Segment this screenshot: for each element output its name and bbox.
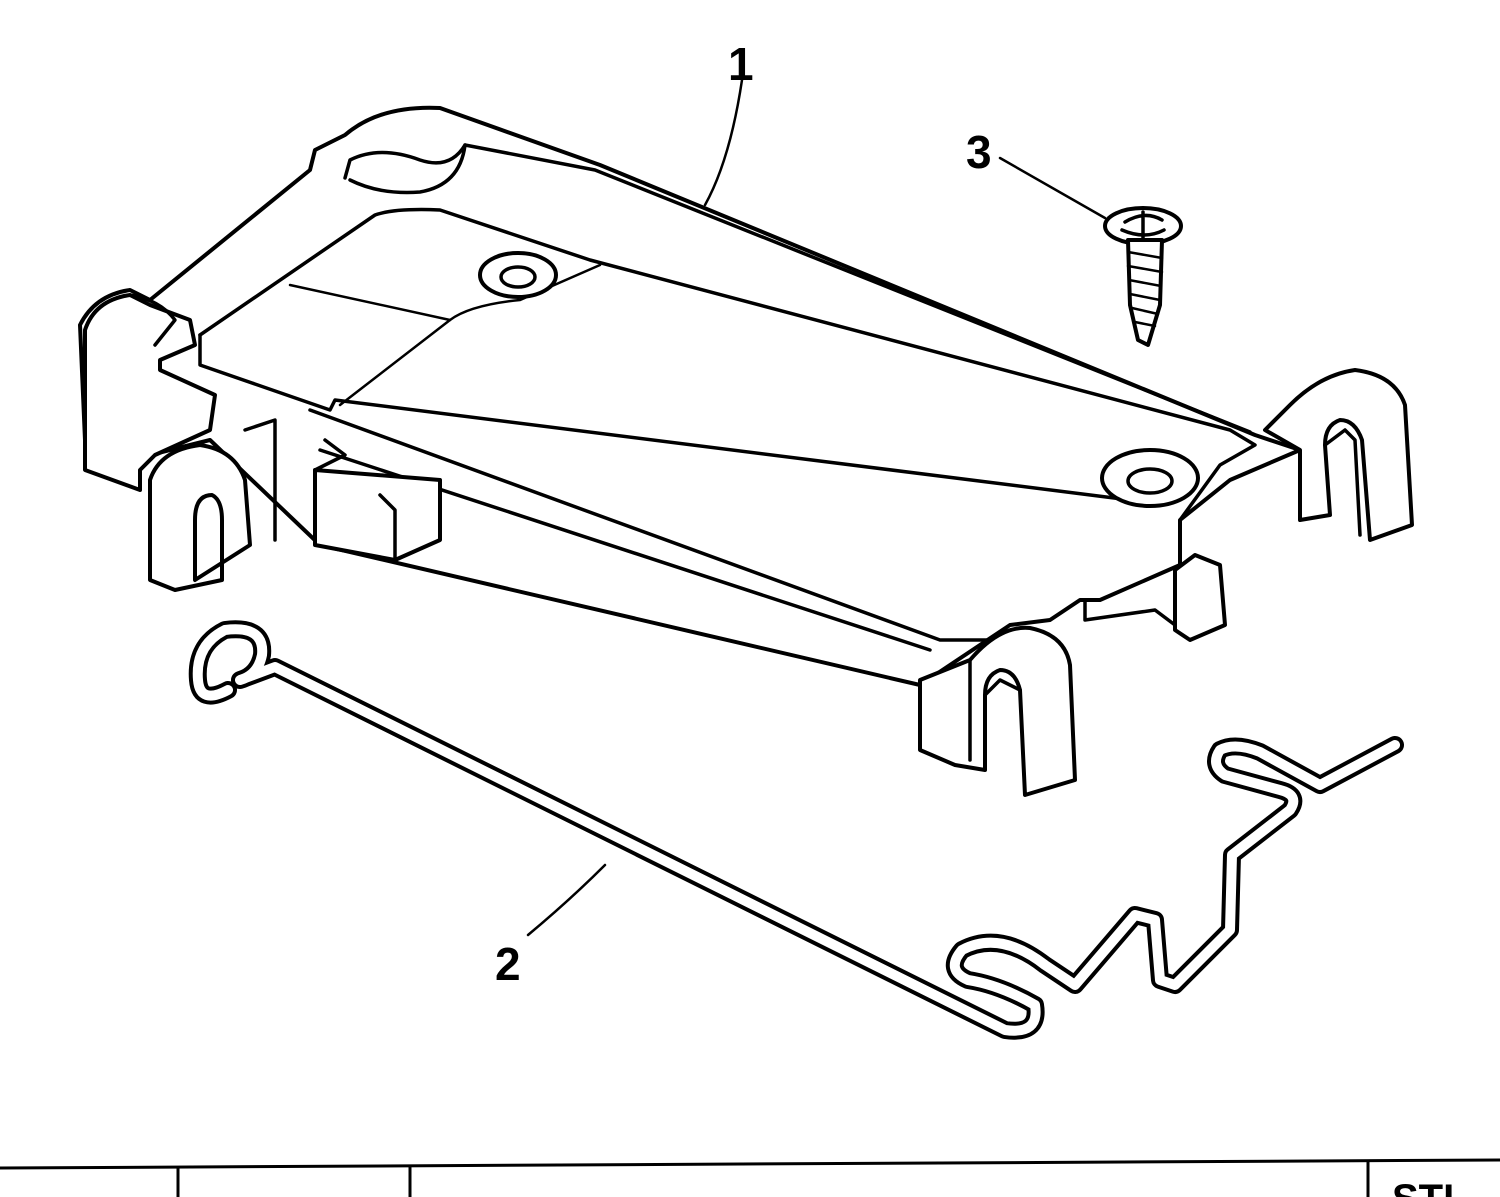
screw-hole-right [1100,448,1200,508]
screw-part [998,156,1183,347]
wire-retainer-part [188,620,1404,1040]
callout-2: 2 [495,938,521,990]
parts-table-header: STI [0,1158,1500,1197]
table-partial-text: STI [1392,1177,1454,1197]
bracket-part [78,78,1414,797]
screw-hole-left [478,251,558,299]
callout-1: 1 [728,38,754,90]
callout-3: 3 [966,126,992,178]
